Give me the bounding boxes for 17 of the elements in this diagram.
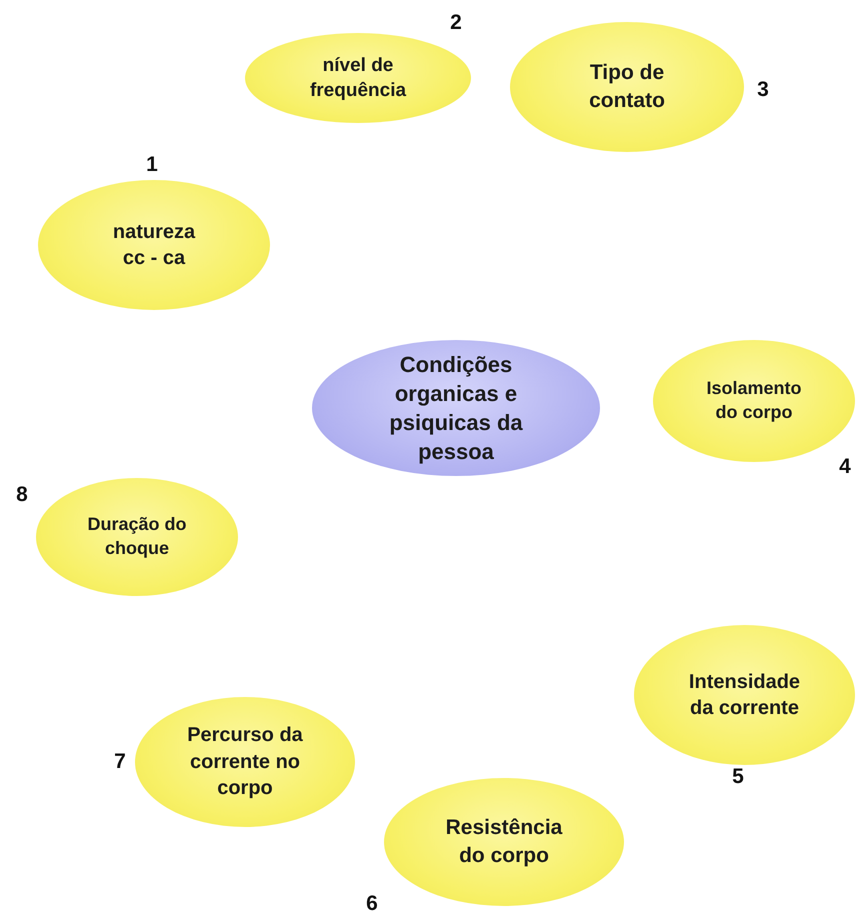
node-label: Isolamento do corpo [705, 377, 803, 424]
node-label: Condições organicas e psiquicas da pessoa [388, 350, 524, 466]
node-label: Duração do choque [86, 513, 188, 560]
callout-number: 5 [732, 765, 744, 789]
node-label: Tipo de contato [588, 60, 666, 114]
callout-number: 4 [839, 455, 851, 479]
callout-number: 1 [146, 153, 158, 177]
node-label: natureza cc - ca [112, 220, 196, 271]
callout-number: 2 [450, 11, 462, 35]
callout-number: 7 [114, 750, 126, 774]
node-label: Intensidade da corrente [688, 670, 802, 721]
callout-number: 3 [757, 78, 769, 102]
callout-number: 8 [16, 483, 28, 507]
callout-number: 6 [366, 892, 378, 916]
node-label: nível de frequência [308, 54, 408, 103]
node-label: Resistência do corpo [444, 815, 564, 869]
node-label: Percurso da corrente no corpo [187, 723, 303, 802]
